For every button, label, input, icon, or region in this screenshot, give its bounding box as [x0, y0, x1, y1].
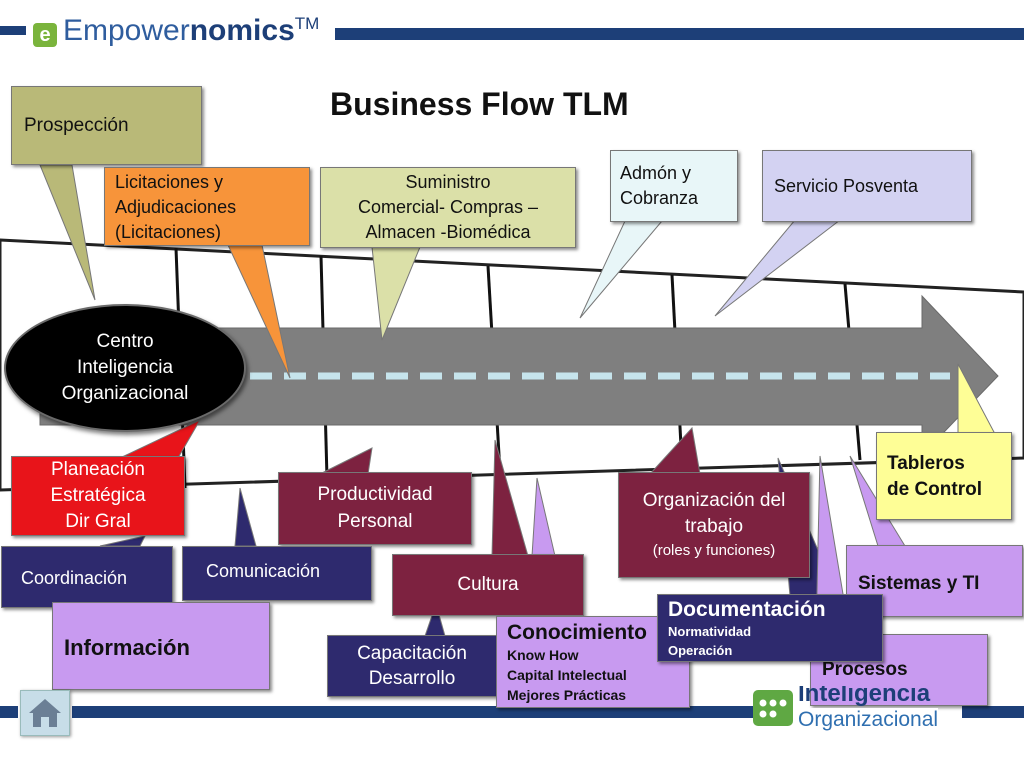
callout-organizacion-del-trabajo: Organización del trabajo (roles y funcio… [618, 472, 810, 578]
suministro-line-1: Suministro [405, 172, 491, 193]
planeacion-line-1: Planeación [50, 458, 146, 480]
conocimiento-line-1: Know How [507, 647, 579, 664]
callout-admon: Admón y Cobranza [610, 150, 738, 222]
footer-logo-line-1: Inteligencia [798, 686, 931, 707]
procesos-label: Procesos [822, 659, 908, 680]
empowernomics-logo-text: EmpowernomicsTM [63, 14, 319, 48]
home-icon [29, 699, 61, 727]
callout-coordinacion: Coordinación [1, 546, 173, 608]
licitaciones-line-1: Licitaciones y [115, 172, 224, 192]
header-bar-right [335, 28, 1024, 40]
suministro-line-3: Almacen -Biomédica [365, 221, 531, 242]
conocimiento-title: Conocimiento [507, 621, 647, 644]
planeacion-line-2: Estratégica [50, 484, 146, 506]
callout-comunicacion: Comunicación [182, 546, 372, 601]
productividad-line-2: Personal [337, 510, 413, 532]
callout-servicio-posventa: Servicio Posventa [762, 150, 972, 222]
planeacion-line-3: Dir Gral [65, 511, 131, 533]
callout-capacitacion: Capacitación Desarrollo [327, 635, 497, 697]
logo-part-1: Empower [63, 14, 190, 47]
footer-logo-text: Inteligencia Organizacional [798, 686, 958, 736]
callout-informacion: Información [52, 602, 270, 690]
page-title: Business Flow TLM [330, 86, 629, 122]
tableros-line-2: de Control [887, 479, 982, 501]
organizacion-line-3: (roles y funciones) [652, 542, 776, 560]
centro-line-2: Inteligencia [76, 357, 174, 379]
pointer-comunicacion [234, 487, 257, 547]
footer-bar-mid [72, 706, 332, 718]
productividad-line-1: Productividad [317, 484, 433, 506]
callout-planeacion: Planeación Estratégica Dir Gral [11, 456, 185, 536]
cultura-label: Cultura [457, 573, 519, 595]
suministro-line-2: Comercial- Compras – [357, 197, 539, 218]
callout-suministro: Suministro Comercial- Compras – Almacen … [320, 167, 576, 248]
footer-bar-left [0, 706, 18, 718]
admon-line-1: Admón y [620, 163, 692, 183]
centro-inteligencia-ellipse: Centro Inteligencia Organizacional [4, 304, 246, 432]
logo-trademark: TM [294, 14, 320, 33]
admon-line-2: Cobranza [620, 187, 699, 208]
capacitacion-line-2: Desarrollo [368, 668, 456, 689]
footer-logo-mark [753, 690, 793, 726]
callout-tableros-de-control: Tableros de Control [876, 432, 1012, 520]
sistemas-label: Sistemas y TI [858, 573, 980, 594]
organizacion-line-2: trabajo [684, 516, 744, 538]
callout-sistemas-y-ti: Sistemas y TI [846, 545, 1023, 617]
informacion-label: Información [64, 635, 190, 660]
centro-line-3: Organizacional [61, 382, 189, 404]
callout-documentacion: Documentación Normatividad Operación [657, 594, 883, 662]
pointer-conocimiento [531, 477, 556, 557]
conocimiento-line-2: Capital Intelectual [507, 667, 627, 684]
documentacion-title: Documentación [668, 598, 826, 621]
callout-prospeccion-label: Prospección [24, 115, 129, 136]
capacitacion-line-1: Capacitación [357, 642, 467, 664]
callout-prospeccion: Prospección [11, 86, 202, 165]
licitaciones-line-2: Adjudicaciones [115, 196, 237, 217]
tableros-line-1: Tableros [887, 453, 965, 474]
callout-licitaciones: Licitaciones y Adjudicaciones (Licitacio… [104, 167, 310, 246]
empowernomics-logo-mark: e [33, 23, 57, 47]
comunicacion-label: Comunicación [206, 561, 321, 581]
footer-bar-center [330, 706, 760, 718]
documentacion-line-1: Normatividad [668, 624, 752, 640]
footer-logo-line-2: Organizacional [798, 708, 939, 732]
centro-line-1: Centro [96, 331, 154, 353]
home-button[interactable] [20, 690, 70, 736]
documentacion-line-2: Operación [668, 643, 733, 659]
pointer-prospeccion [39, 164, 96, 301]
header-bar-left [0, 26, 26, 35]
logo-part-2: nomics [189, 14, 295, 47]
licitaciones-line-3: (Licitaciones) [115, 221, 222, 242]
organizacion-line-1: Organización del [642, 489, 786, 511]
callout-cultura: Cultura [392, 554, 584, 616]
servicio-label: Servicio Posventa [774, 176, 919, 196]
conocimiento-line-3: Mejores Prácticas [507, 687, 627, 703]
pointer-coordinacion [99, 535, 146, 547]
coordinacion-label: Coordinación [21, 568, 128, 588]
footer-bar-right [962, 706, 1024, 718]
callout-productividad: Productividad Personal [278, 472, 472, 545]
